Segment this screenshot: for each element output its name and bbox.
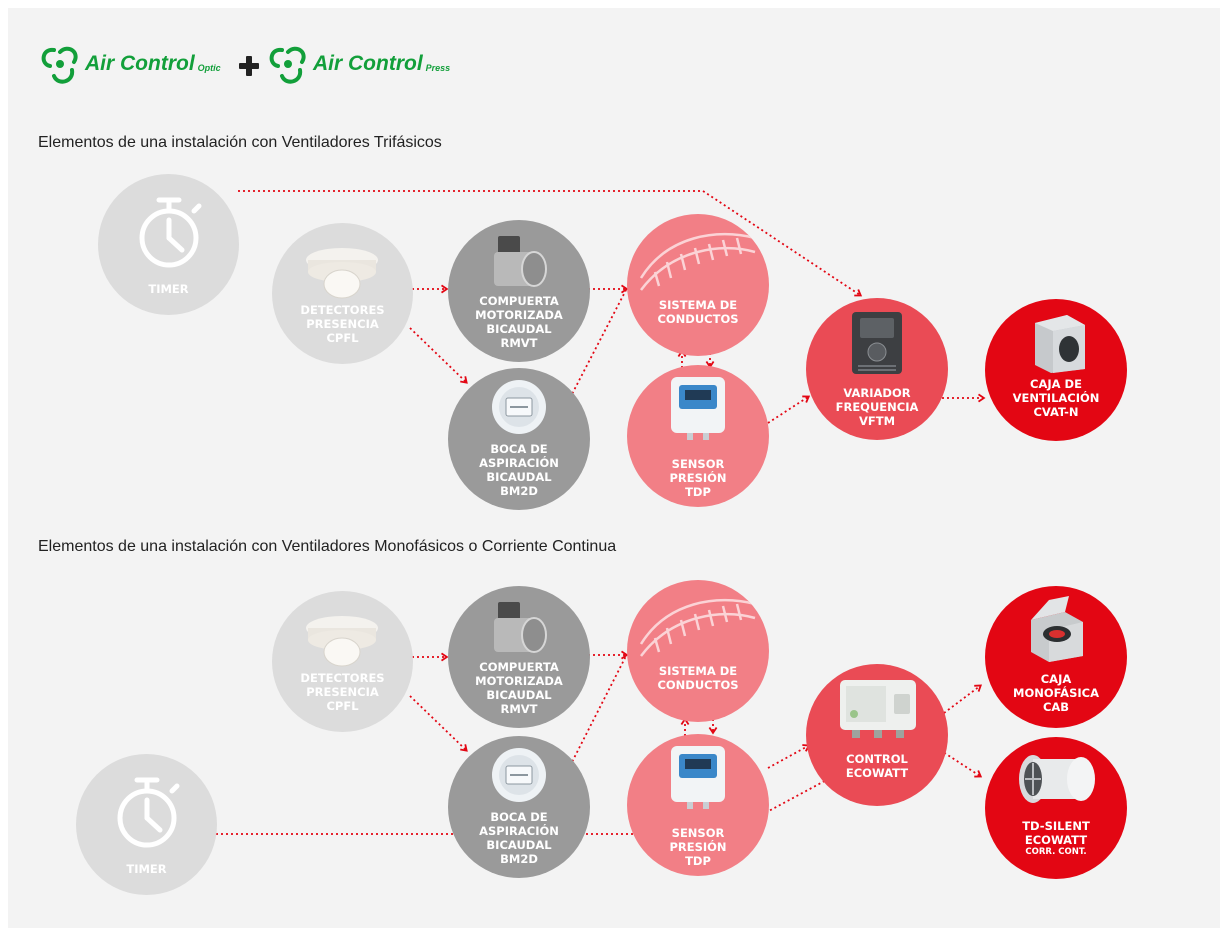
node2-sensor-label: SENSOR PRESIÓN TDP	[669, 826, 727, 868]
node2-tdsilent-sublabel: CORR. CONT.	[1025, 847, 1087, 857]
node-variador-label: VARIADOR FREQUENCIA VFTM	[835, 386, 919, 428]
pressure-sensor-icon	[671, 746, 725, 809]
node-compuerta-label: COMPUERTA MOTORIZADA BICAUDAL RMVT	[475, 294, 563, 350]
node-boca-aspiracion: BOCA DE ASPIRACIÓN BICAUDAL BM2D	[448, 368, 590, 510]
node2-boca-label: BOCA DE ASPIRACIÓN BICAUDAL BM2D	[479, 810, 559, 866]
node2-boca-aspiracion: BOCA DE ASPIRACIÓN BICAUDAL BM2D	[448, 736, 590, 878]
duct-icon	[639, 598, 756, 657]
node-detectores-presencia: DETECTORES PRESENCIA CPFL	[272, 223, 413, 364]
node-caja-label: CAJA DE VENTILACIÓN CVAT-N	[1012, 377, 1100, 419]
pressure-sensor-icon	[671, 377, 725, 440]
logo-optic-suffix: Optic	[197, 63, 221, 73]
link-timer-variador	[238, 190, 863, 297]
extract-valve-icon	[492, 748, 546, 802]
node-caja-ventilacion: CAJA DE VENTILACIÓN CVAT-N	[985, 299, 1127, 441]
section-title-trifasicos: Elementos de una instalación con Ventila…	[38, 134, 442, 151]
node-compuerta-motorizada: COMPUERTA MOTORIZADA BICAUDAL RMVT	[448, 220, 590, 362]
stopwatch-icon	[139, 197, 202, 268]
node-detectores-label: DETECTORES PRESENCIA CPFL	[300, 303, 385, 345]
node2-caja-monofasica: CAJA MONOFÁSICA CAB	[985, 586, 1127, 728]
node2-control-ecowatt: CONTROL ECOWATT	[806, 664, 948, 806]
link-sensor-variador	[767, 395, 811, 424]
node-sensor-presion: SENSOR PRESIÓN TDP	[627, 365, 769, 507]
air-control-swirl-icon	[269, 46, 306, 84]
link2-control-caja	[939, 684, 983, 717]
node2-detectores-label: DETECTORES PRESENCIA CPFL	[300, 671, 385, 713]
node-sensor-label: SENSOR PRESIÓN TDP	[669, 457, 727, 499]
link-boca-sistema	[569, 289, 627, 399]
link2-sensor-control	[767, 744, 811, 769]
node2-compuerta-motorizada: COMPUERTA MOTORIZADA BICAUDAL RMVT	[448, 586, 590, 728]
node2-compuerta-label: COMPUERTA MOTORIZADA BICAUDAL RMVT	[475, 660, 563, 716]
presence-detector-icon	[306, 616, 378, 667]
node-variador-frecuencia: VARIADOR FREQUENCIA VFTM	[806, 298, 948, 440]
node2-sensor-presion: SENSOR PRESIÓN TDP	[627, 734, 769, 876]
section-title-monofasicos: Elementos de una instalación con Ventila…	[38, 538, 617, 555]
node-boca-label: BOCA DE ASPIRACIÓN BICAUDAL BM2D	[479, 442, 559, 498]
frequency-inverter-icon	[852, 312, 902, 374]
motorized-damper-icon	[494, 602, 547, 653]
inline-duct-fan-icon	[1019, 755, 1095, 803]
stopwatch-icon	[117, 777, 180, 848]
node-timer-label: TIMER	[148, 282, 189, 296]
control-box-icon	[840, 680, 916, 738]
node2-sistema-label: SISTEMA DE CONDUCTOS	[657, 664, 739, 692]
node2-control-label: CONTROL ECOWATT	[845, 752, 909, 780]
link2-control-tdsilent	[939, 749, 983, 778]
duct-icon	[639, 232, 756, 291]
node2-caja-label: CAJA MONOFÁSICA CAB	[1013, 672, 1099, 714]
air-control-swirl-icon	[41, 46, 78, 84]
node-sistema-conductos: SISTEMA DE CONDUCTOS	[627, 214, 769, 356]
extract-valve-icon	[492, 380, 546, 434]
node2-sistema-conductos: SISTEMA DE CONDUCTOS	[627, 580, 769, 722]
logo-optic-name: Air Control	[85, 52, 195, 75]
diagram-canvas: Air Control Optic Air Control Press Elem…	[8, 8, 1220, 928]
node2-tdsilent-title: TD-SILENT ECOWATT	[1022, 819, 1090, 847]
motorized-damper-icon	[494, 236, 547, 287]
ventilation-box-icon	[1035, 315, 1085, 373]
plus-icon	[239, 56, 259, 76]
node2-detectores-presencia: DETECTORES PRESENCIA CPFL	[272, 591, 413, 732]
logo-air-control-press: Air Control Press	[266, 36, 450, 92]
node-timer: TIMER	[98, 174, 239, 315]
node2-timer-label: TIMER	[126, 862, 167, 876]
logo-press-name: Air Control	[313, 52, 423, 75]
presence-detector-icon	[306, 248, 378, 299]
link2-boca-sistema	[569, 655, 627, 767]
logo-air-control-optic: Air Control Optic	[38, 36, 221, 92]
node2-timer: TIMER	[76, 754, 217, 895]
node-sistema-label: SISTEMA DE CONDUCTOS	[657, 298, 739, 326]
single-phase-box-icon	[1031, 596, 1083, 662]
logo-press-suffix: Press	[425, 63, 451, 73]
